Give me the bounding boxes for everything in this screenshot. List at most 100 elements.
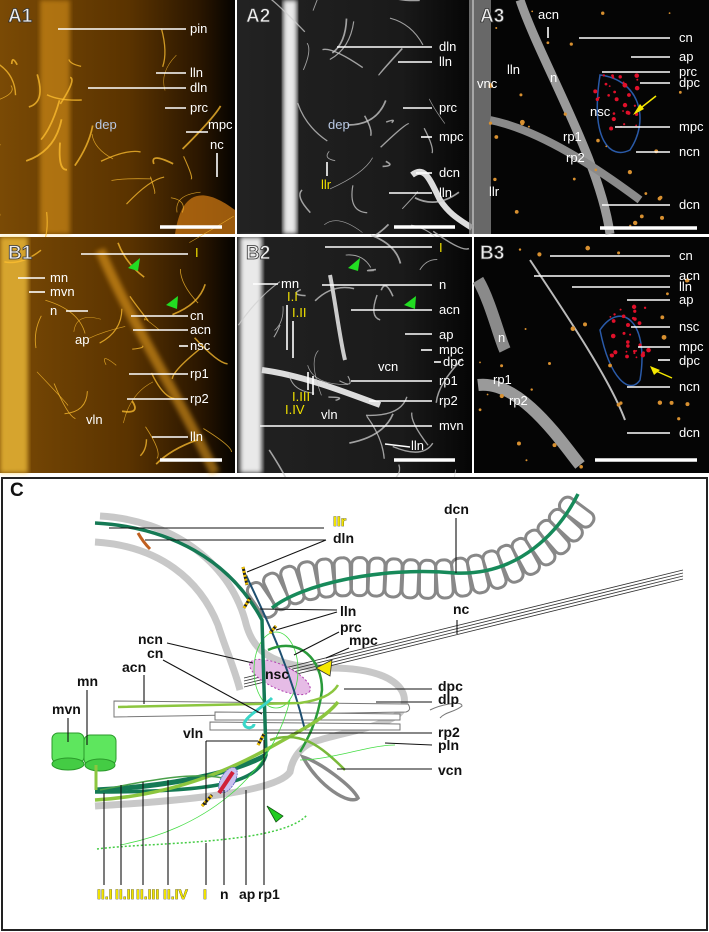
stain-dot — [527, 125, 530, 128]
structure-label: pin — [190, 21, 207, 36]
structure-label: n — [220, 886, 229, 902]
stain-dot — [629, 333, 632, 336]
stain-dot — [627, 169, 632, 175]
stain-dot — [598, 96, 600, 99]
panel-tag: A2 — [246, 6, 270, 27]
stain-dot — [633, 352, 636, 355]
stain-dot — [660, 315, 665, 320]
nerve-strand — [392, 442, 434, 453]
arrowhead-icon — [348, 258, 360, 271]
arrowhead-icon — [266, 805, 284, 823]
stain-dot — [631, 304, 637, 310]
structure-label: rp1 — [258, 886, 280, 902]
cirrus-segment — [557, 495, 596, 529]
nerve-strand — [0, 64, 17, 96]
nerve-strand — [28, 74, 41, 108]
nerve-strand — [139, 439, 148, 457]
nerve-strand — [401, 191, 419, 210]
structure-label: vln — [321, 407, 338, 422]
structure-label: dpc — [443, 354, 464, 369]
stain-dot — [657, 196, 662, 201]
stain-dot — [609, 315, 612, 318]
stain-dot — [646, 347, 651, 353]
muscle-cylinders — [51, 732, 117, 790]
structure-label: dpc — [679, 353, 700, 368]
structure-label: ap — [679, 292, 693, 307]
nerve-strand — [324, 220, 363, 233]
arrowhead-icon — [166, 296, 178, 309]
nerve-strand — [297, 102, 328, 142]
stain-dot — [585, 245, 591, 251]
stain-dot — [572, 177, 576, 181]
stain-dot — [616, 402, 621, 407]
stain-dot — [596, 138, 600, 143]
stain-dot — [644, 192, 648, 195]
stain-dot — [622, 82, 628, 88]
nerve-strand — [88, 326, 126, 339]
stain-dot — [685, 402, 690, 407]
stain-dot — [668, 12, 671, 15]
nerve-strand — [34, 315, 42, 349]
structure-label: ap — [679, 49, 693, 64]
nerve-strand — [380, 285, 394, 297]
structure-label: vcn — [378, 359, 398, 374]
panel-B2 — [237, 230, 472, 490]
structure-label: rp1 — [439, 373, 458, 388]
stain-dot — [622, 110, 624, 112]
nerve-strand — [176, 191, 201, 213]
stain-dot — [611, 76, 615, 79]
nerve-strand — [194, 337, 228, 365]
leader-line — [166, 642, 254, 664]
structure-label: prc — [439, 100, 458, 115]
nerve-strand — [273, 324, 281, 338]
nerve-strand — [179, 268, 199, 304]
stain-dot — [486, 393, 489, 396]
stain-dot — [611, 116, 616, 122]
structure-label: n — [50, 303, 57, 318]
structure-label: acn — [538, 7, 559, 22]
nerve-strand — [145, 426, 159, 459]
stain-dot — [643, 306, 647, 310]
panel-A3 — [469, 0, 709, 235]
structure-label: nsc — [265, 666, 289, 682]
structure-label: n — [439, 277, 446, 292]
stain-dot — [634, 73, 640, 78]
stain-dot — [609, 126, 614, 131]
stain-dot — [530, 388, 533, 391]
nerve-strand — [423, 127, 434, 154]
nerve-strand — [25, 119, 63, 162]
nerve-strand — [382, 160, 391, 168]
nerve-strand — [100, 150, 141, 162]
structure-label: mn — [281, 276, 299, 291]
stain-dot — [661, 334, 667, 340]
structure-label: dln — [333, 530, 354, 546]
stain-dot — [660, 215, 665, 220]
stain-dot — [605, 145, 608, 148]
structure-label: IIr — [333, 513, 347, 529]
nerve-strand — [385, 119, 394, 124]
leader-line — [325, 647, 350, 659]
nerve-strand — [155, 439, 198, 465]
panel-tag: B3 — [480, 243, 504, 264]
structure-label: vln — [86, 412, 103, 427]
leader-line — [384, 742, 433, 746]
structure-label: vln — [183, 725, 203, 741]
structure-label: lln — [340, 603, 356, 619]
nerve-strand — [183, 156, 193, 180]
structure-label: prc — [340, 619, 362, 635]
stain-dot — [516, 441, 521, 446]
structure-label: lln — [439, 185, 452, 200]
stain-dot — [570, 326, 576, 332]
structure-label: mpc — [208, 117, 233, 132]
nerve-strand — [428, 98, 446, 124]
structure-label: dlp — [438, 691, 459, 707]
structure-label: acn — [679, 268, 700, 283]
stain-dot — [639, 214, 644, 219]
structure-label: rp2 — [439, 393, 458, 408]
structure-label: cn — [679, 248, 693, 263]
stain-dot — [635, 349, 638, 352]
stain-dot — [563, 112, 567, 116]
